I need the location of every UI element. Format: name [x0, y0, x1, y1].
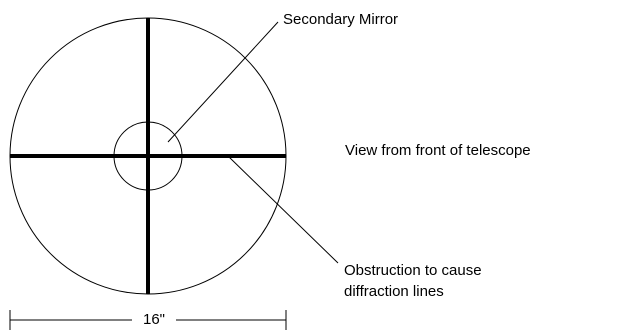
obstruction-leader-line: [227, 155, 339, 264]
secondary-mirror-label: Secondary Mirror: [283, 11, 399, 28]
secondary-mirror-leader-line: [167, 21, 279, 143]
obstruction-label-line2: diffraction lines: [344, 283, 444, 300]
view-caption-label: View from front of telescope: [345, 142, 531, 159]
dimension-label: 16": [132, 310, 176, 330]
obstruction-label-line1: Obstruction to cause: [344, 262, 482, 279]
